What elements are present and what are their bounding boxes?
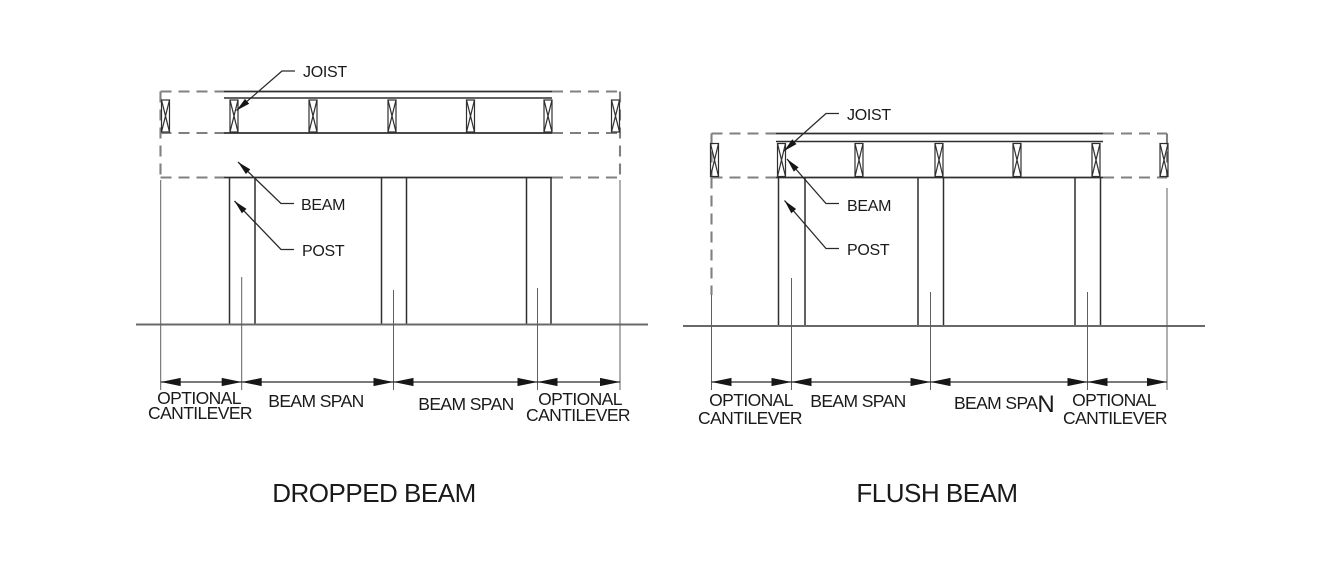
dim-label-optional-cantilever-right: OPTIONAL — [1072, 390, 1157, 410]
beam-callout-label: BEAM — [301, 197, 345, 214]
dimension-string: OPTIONAL CANTILEVER BEAM SPAN BEAM SPAN … — [148, 377, 631, 425]
post-left — [228, 177, 256, 325]
dim-label-beam-span-1: BEAM SPAN — [268, 391, 363, 411]
post-leader-arrow — [234, 201, 247, 214]
joist-block — [160, 99, 171, 133]
post-middle — [380, 177, 408, 325]
dim-label-optional-cantilever-left: OPTIONAL — [157, 388, 242, 408]
beam-leader-line — [237, 161, 294, 205]
post-middle — [917, 177, 945, 326]
posts — [228, 177, 552, 325]
joist-leader-arrow — [236, 98, 250, 111]
diagram-title-flush-beam: FLUSH BEAM — [856, 478, 1017, 508]
dim-arrow — [537, 377, 558, 387]
joist-block — [308, 99, 318, 133]
extension-lines — [711, 188, 1168, 390]
joist-band — [159, 90, 622, 178]
dim-arrow — [791, 377, 812, 387]
dim-label-optional-cantilever-right-line2: CANTILEVER — [1063, 408, 1167, 428]
callouts: JOIST BEAM POST — [783, 107, 892, 259]
dim-arrow — [393, 377, 414, 387]
posts — [777, 177, 1102, 326]
dim-arrow — [711, 377, 732, 387]
dim-arrow — [221, 377, 242, 387]
post-leader-line — [784, 200, 839, 250]
joist-block — [543, 99, 553, 133]
dim-label-beam-span-1: BEAM SPAN — [810, 391, 905, 411]
post-right — [1074, 177, 1102, 326]
callouts: JOIST BEAM POST — [234, 64, 348, 260]
joist-block — [776, 142, 787, 178]
joist-band — [709, 132, 1169, 179]
joist-block — [934, 142, 944, 178]
dim-arrow — [241, 377, 262, 387]
beam-leader-arrow — [238, 162, 251, 174]
dim-label-optional-cantilever-right: OPTIONAL — [538, 389, 623, 409]
joist-block — [1091, 142, 1101, 178]
beam-leader-arrow — [787, 159, 799, 172]
joist-leader-line — [236, 70, 295, 111]
dim-label-optional-cantilever-left-line2: CANTILEVER — [148, 403, 252, 423]
post-leader-line — [234, 200, 294, 251]
dim-arrow — [1147, 377, 1167, 387]
joist-block — [1012, 142, 1022, 178]
joist-callout-label: JOIST — [303, 64, 347, 81]
dim-arrow — [160, 377, 181, 387]
dim-arrow — [1087, 377, 1108, 387]
dim-arrow — [910, 377, 931, 387]
dim-arrow — [373, 377, 394, 387]
dim-label-optional-cantilever-left: OPTIONAL — [709, 390, 794, 410]
joist-block — [610, 99, 621, 133]
dim-arrow — [771, 377, 792, 387]
dim-label-optional-cantilever-right-line2: CANTILEVER — [526, 405, 630, 425]
flush-beam-diagram: OPTIONAL CANTILEVER BEAM SPAN BEAM SPAN … — [683, 107, 1205, 508]
dim-arrow — [517, 377, 538, 387]
band-end-edges-dashed — [159, 91, 622, 178]
extension-lines — [160, 180, 621, 390]
dim-label-beam-span-2: BEAM SPAN — [954, 391, 1054, 418]
joist-block — [465, 99, 476, 133]
post-right — [525, 177, 552, 325]
post-callout-label: POST — [847, 242, 890, 259]
joist-leader-line — [783, 112, 839, 152]
dropped-beam-diagram: OPTIONAL CANTILEVER BEAM SPAN BEAM SPAN … — [136, 64, 648, 508]
post-left — [777, 177, 806, 326]
joist-block — [387, 99, 397, 133]
dim-label-beam-span-2: BEAM SPAN — [418, 394, 513, 414]
post-leader-arrow — [784, 200, 797, 214]
joist-leader-arrow — [784, 139, 797, 151]
dim-arrow — [930, 377, 951, 387]
joist-block — [854, 142, 864, 178]
post-callout-label: POST — [302, 243, 345, 260]
dim-label-optional-cantilever-left-line2: CANTILEVER — [698, 408, 802, 428]
dim-arrow — [1067, 377, 1088, 387]
dim-arrow — [600, 377, 620, 387]
beam-callout-label: BEAM — [847, 198, 891, 215]
joist-callout-label: JOIST — [847, 107, 891, 124]
beam-leader-line — [786, 158, 839, 205]
dimension-string: OPTIONAL CANTILEVER BEAM SPAN BEAM SPAN … — [698, 377, 1168, 428]
joist-block — [229, 99, 239, 133]
diagram-title-dropped-beam: DROPPED BEAM — [272, 478, 476, 508]
